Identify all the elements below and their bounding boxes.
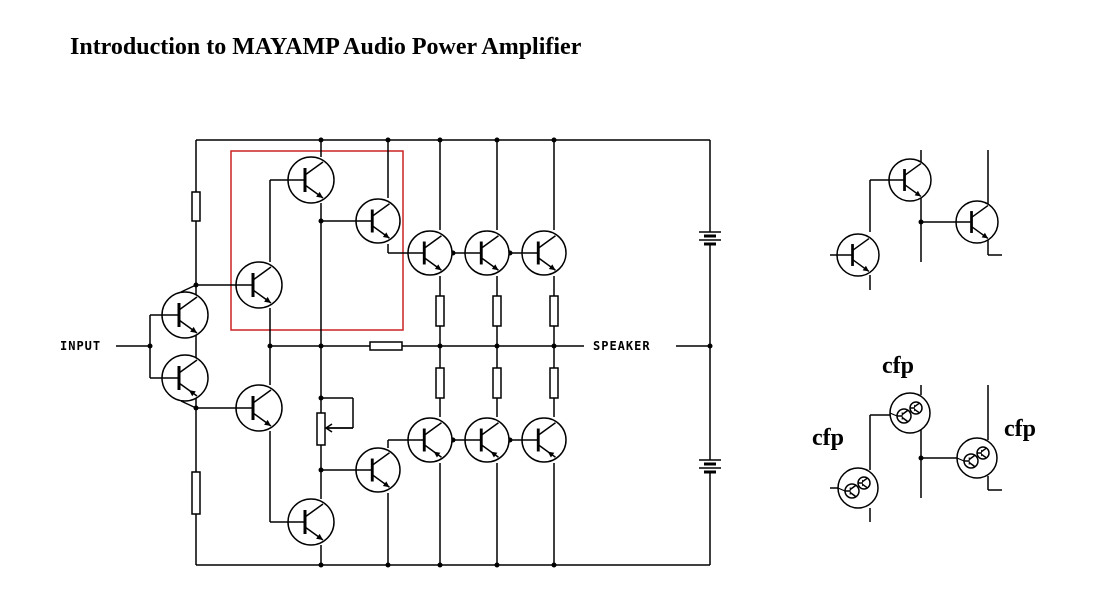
cfp-composite-left	[837, 467, 879, 509]
cfp-composite-right-inner-a	[963, 453, 979, 469]
cfp-transistor-top-2	[955, 200, 999, 244]
transistor-q5-current-source-top	[287, 156, 335, 204]
cfp-label-top: cfp	[882, 353, 914, 379]
resistor-emitter-3	[549, 295, 559, 327]
resistor-top-left	[191, 191, 201, 222]
cfp-composite-left-inner-a	[844, 483, 860, 499]
transistor-q1-input-top	[161, 291, 209, 339]
resistor-bottom-left	[191, 471, 201, 515]
cfp-composite-top-inner-a	[896, 408, 912, 424]
transistors	[161, 156, 567, 546]
cfp-transistor-top-3	[836, 233, 880, 277]
input-label: INPUT	[60, 339, 101, 353]
battery-bottom	[699, 459, 721, 474]
resistor-emitter-4	[435, 367, 445, 399]
transistor-q6-current-source-bottom	[287, 498, 335, 546]
transistor-output-p3	[521, 417, 567, 463]
battery-top	[699, 231, 721, 246]
transistor-output-p2	[464, 417, 510, 463]
transistor-q8-driver-bottom	[355, 447, 401, 493]
transistor-q2-input-bottom	[161, 354, 209, 402]
cfp-composite-left-inner-b	[857, 476, 871, 490]
cfp-composite-top	[889, 392, 931, 434]
resistors	[191, 191, 559, 515]
potentiometer	[316, 412, 326, 446]
cfp-label-right: cfp	[1004, 416, 1036, 442]
cfp-composite-top-inner-b	[909, 401, 923, 415]
resistor-emitter-2	[492, 295, 502, 327]
transistor-output-p1	[407, 417, 453, 463]
page-title: Introduction to MAYAMP Audio Power Ampli…	[70, 34, 582, 60]
resistor-emitter-6	[549, 367, 559, 399]
transistor-q3-vas-top	[235, 261, 283, 309]
cfp-transistors	[836, 158, 999, 509]
transistor-output-n2	[464, 230, 510, 276]
cfp-composite-right	[956, 437, 998, 479]
transistor-q7-driver-top	[355, 198, 401, 244]
cfp-junctions	[918, 219, 924, 461]
resistor-feedback	[369, 341, 403, 351]
transistor-output-n3	[521, 230, 567, 276]
resistor-emitter-1	[435, 295, 445, 327]
cfp-transistor-top-1	[888, 158, 932, 202]
speaker-label: SPEAKER	[593, 339, 651, 353]
transistor-output-n1	[407, 230, 453, 276]
resistor-emitter-5	[492, 367, 502, 399]
highlight-box	[230, 150, 404, 331]
cfp-composite-right-inner-b	[976, 446, 990, 460]
transistor-q4-vas-bottom	[235, 384, 283, 432]
cfp-label-left: cfp	[812, 425, 844, 451]
